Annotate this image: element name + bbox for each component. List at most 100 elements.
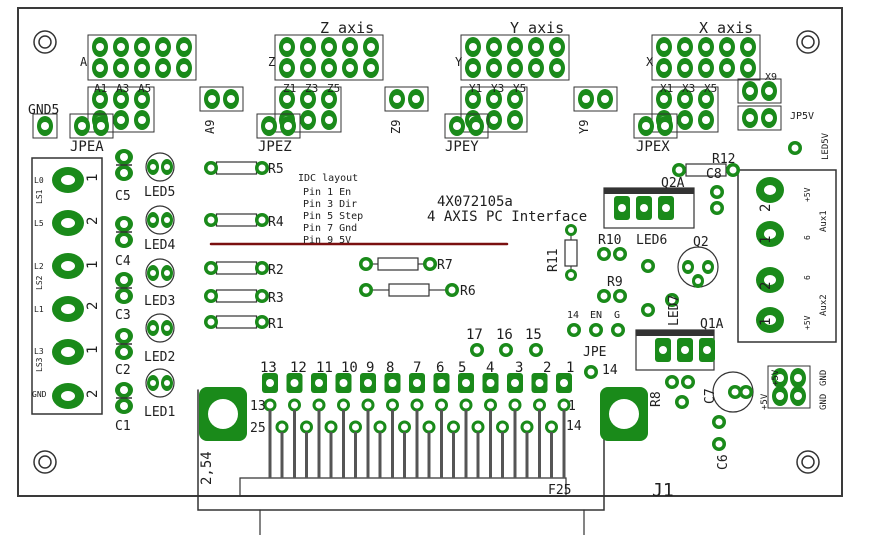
led1-label: LED1: [144, 405, 175, 420]
pad-16-label: 16: [496, 327, 513, 343]
pad-8: [681, 375, 695, 389]
pad-5: [641, 303, 655, 317]
pad-9: [675, 395, 689, 409]
ls1-label: LS1: [35, 189, 44, 204]
q2-pad-2: [692, 274, 704, 288]
terminal-screw-left-3: [52, 296, 84, 322]
db-name-label: F25: [548, 483, 571, 498]
pad-14: [710, 185, 724, 199]
board-title: 4 AXIS PC Interface: [427, 209, 587, 225]
led6-label: LED6: [636, 233, 667, 248]
aux-six-2: 6: [803, 275, 812, 280]
led2-label: LED2: [144, 350, 175, 365]
db-top-7: 7: [413, 360, 421, 376]
power-label-3: GND: [819, 394, 829, 410]
ls-pin-l2: L2: [34, 262, 44, 271]
terminal-num-1a: 1: [85, 174, 101, 182]
pin-label-z1: Z1: [283, 82, 296, 95]
led4-label: LED4: [144, 238, 175, 253]
led3-label: LED3: [144, 294, 175, 309]
c1-label: C1: [115, 419, 131, 434]
z-header-label: Z: [268, 55, 275, 69]
resistor-r3: [204, 289, 269, 303]
led5v-label: LED5V: [821, 132, 831, 160]
jumper-z9: [384, 86, 429, 112]
q2a-pad-1: [636, 196, 652, 220]
power-label-2: +5V: [771, 369, 781, 386]
terminal-screw-right-2: [756, 267, 784, 293]
db-pin14-label: 14: [566, 419, 582, 434]
r7-label: R7: [437, 258, 453, 273]
db25-mount-0: [199, 387, 247, 441]
gnd5-pad: [32, 113, 58, 139]
idc-layout-heading: IDC layout: [298, 173, 358, 184]
db-top-4: 4: [486, 360, 494, 376]
aux-num-2b: 2: [758, 282, 774, 290]
z-axis-title: Z axis: [320, 19, 374, 37]
pad-13: [712, 437, 726, 451]
mounting-hole-bl: [33, 450, 57, 474]
pin-label-z5: Z5: [327, 82, 340, 95]
pad-18: [589, 323, 603, 337]
mounting-hole-tl: [33, 30, 57, 54]
jumper-y9: [573, 86, 618, 112]
pad-10: [728, 385, 742, 399]
r1-label: R1: [268, 317, 284, 332]
c4-label: C4: [115, 254, 131, 269]
led-2: [145, 313, 175, 343]
resistor-r11: [564, 224, 578, 281]
pad-4: [641, 259, 655, 273]
z9-label: Z9: [389, 120, 403, 134]
pad-7: [665, 375, 679, 389]
en-pin-en: EN: [590, 310, 602, 321]
x-axis-title: X axis: [699, 19, 753, 37]
pad-1: [613, 247, 627, 261]
ls-pin-l5: L5: [34, 219, 44, 228]
y-axis-title: Y axis: [510, 19, 564, 37]
r6-label: R6: [460, 284, 476, 299]
terminal-num-2c: 2: [85, 390, 101, 398]
power-header: [767, 365, 811, 409]
jp5v-pads: [737, 105, 782, 131]
x-header-label: X: [646, 55, 654, 69]
db-pin13-label: 13: [250, 399, 266, 414]
q2-pad-1: [702, 260, 714, 274]
led-5: [145, 152, 175, 182]
gnd5-label: GND5: [28, 103, 59, 118]
ls-pin-l3: L3: [34, 347, 44, 356]
db-top-8: 8: [386, 360, 394, 376]
resistor-r6: [359, 283, 459, 297]
jpez-pads: [256, 113, 301, 139]
pad-17: [567, 323, 581, 337]
pad-21: [470, 343, 484, 357]
jpey-pads: [444, 113, 489, 139]
jp5v-label: JP5V: [790, 111, 814, 122]
db-top-3: 3: [515, 360, 523, 376]
pad-11: [739, 385, 753, 399]
pins-y: [460, 86, 528, 133]
terminal-screw-left-5: [52, 383, 84, 409]
q2a-label: Q2A: [661, 176, 685, 191]
jpez-label: JPEZ: [258, 139, 292, 155]
c2-label: C2: [115, 363, 131, 378]
q2-pad-0: [682, 260, 694, 274]
pad-15: [710, 201, 724, 215]
pin-label-z3: Z3: [305, 82, 318, 95]
terminal-block-right: [737, 169, 837, 343]
jpe-label: JPE: [583, 345, 606, 360]
pins-z: [274, 86, 342, 133]
pad-6: [665, 293, 679, 307]
en-pin-g: G: [614, 310, 620, 321]
mounting-hole-tr: [796, 30, 820, 54]
pin-label-a1: A1: [94, 82, 107, 95]
db-dim-label: 2,54: [199, 451, 215, 485]
pad-19: [611, 323, 625, 337]
resistor-r2: [204, 261, 269, 275]
terminal-screw-right-1: [756, 221, 784, 247]
pin-label-y3: Y3: [491, 82, 504, 95]
terminal-screw-left-2: [52, 253, 84, 279]
db-top-1: 1: [566, 360, 574, 376]
led-4: [145, 205, 175, 235]
db-top-9: 9: [366, 360, 374, 376]
